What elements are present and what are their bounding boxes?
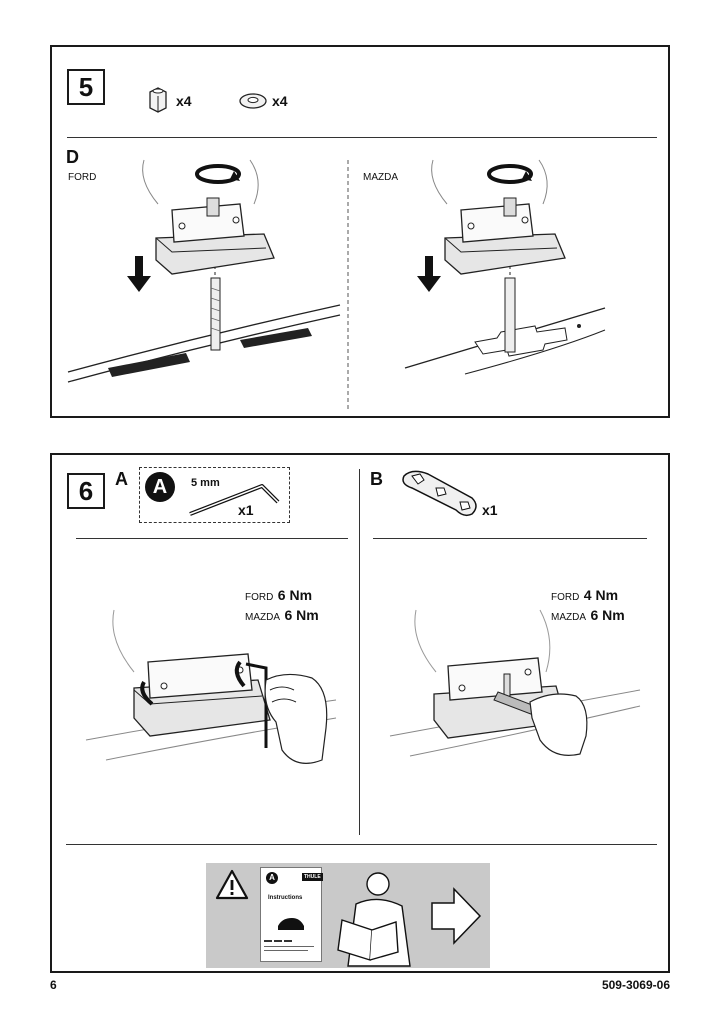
- part-a-divider: [76, 538, 348, 539]
- part-b-letter: B: [370, 469, 383, 489]
- torque-mazda-b-brand: MAZDA: [551, 612, 586, 623]
- part-b-divider: [373, 538, 647, 539]
- booklet-footer-lines: [264, 940, 314, 951]
- step-6-separator: [359, 469, 360, 835]
- step-5-panel: [50, 45, 670, 418]
- page-number: 6: [50, 978, 57, 992]
- booklet-car-icon: [278, 918, 304, 930]
- washer-icon: [239, 93, 267, 109]
- step-5-number: 5: [67, 69, 105, 105]
- hex-nut-icon: [149, 87, 167, 113]
- torque-ford-b: FORD 4 Nm: [551, 587, 618, 605]
- torque-ford-a-value: 6 Nm: [277, 587, 313, 603]
- person-reading-icon: [337, 872, 411, 967]
- allen-key-tightening-illustration: [85, 609, 337, 764]
- allen-key-icon: [189, 484, 280, 516]
- next-arrow-icon: [431, 887, 482, 945]
- down-arrow-icon: [417, 256, 441, 292]
- section-d-label: D: [66, 147, 79, 167]
- booklet-title: Instructions: [268, 895, 303, 901]
- nut-quantity: x4: [176, 93, 192, 109]
- tool-a-badge: A: [145, 472, 175, 502]
- warning-icon: [215, 869, 249, 900]
- rotate-arrow-icon: [487, 164, 533, 184]
- step-6-number: 6: [67, 473, 105, 509]
- booklet-brand: THULE: [302, 873, 323, 881]
- part-a-letter: A: [115, 469, 128, 489]
- mazda-mounting-illustration: [404, 159, 606, 375]
- allen-key-tool-box: [139, 467, 290, 523]
- torque-ford-a: FORD 6 Nm: [245, 587, 312, 605]
- torque-mazda-a-brand: MAZDA: [245, 612, 280, 623]
- torque-ford-b-brand: FORD: [551, 592, 580, 603]
- allen-key-quantity: x1: [238, 502, 254, 518]
- torque-ford-a-brand: FORD: [245, 592, 274, 603]
- allen-key-size: 5 mm: [191, 477, 220, 489]
- torque-ford-b-value: 4 Nm: [583, 587, 619, 603]
- document-code: 509-3069-06: [601, 978, 670, 992]
- ford-mounting-illustration: [67, 159, 341, 383]
- torque-mazda-b: MAZDA 6 Nm: [551, 607, 625, 625]
- torque-mazda-a: MAZDA 6 Nm: [245, 607, 319, 625]
- spanner-quantity: x1: [482, 502, 498, 518]
- ford-label: FORD: [68, 172, 97, 183]
- washer-quantity: x4: [272, 93, 288, 109]
- torque-mazda-a-value: 6 Nm: [284, 607, 319, 623]
- step-6-panel: [50, 453, 670, 973]
- spanner-icon: [402, 470, 477, 517]
- booklet-badge: A: [266, 872, 278, 884]
- step-6-bottom-divider: [66, 844, 657, 845]
- torque-mazda-b-value: 6 Nm: [590, 607, 625, 623]
- spanner-tightening-illustration: [389, 609, 641, 757]
- step-5-divider: [67, 137, 657, 138]
- down-arrow-icon: [127, 256, 151, 292]
- mazda-label: MAZDA: [363, 172, 398, 183]
- rotate-arrow-icon: [195, 164, 241, 184]
- step-5-separator: [347, 160, 349, 410]
